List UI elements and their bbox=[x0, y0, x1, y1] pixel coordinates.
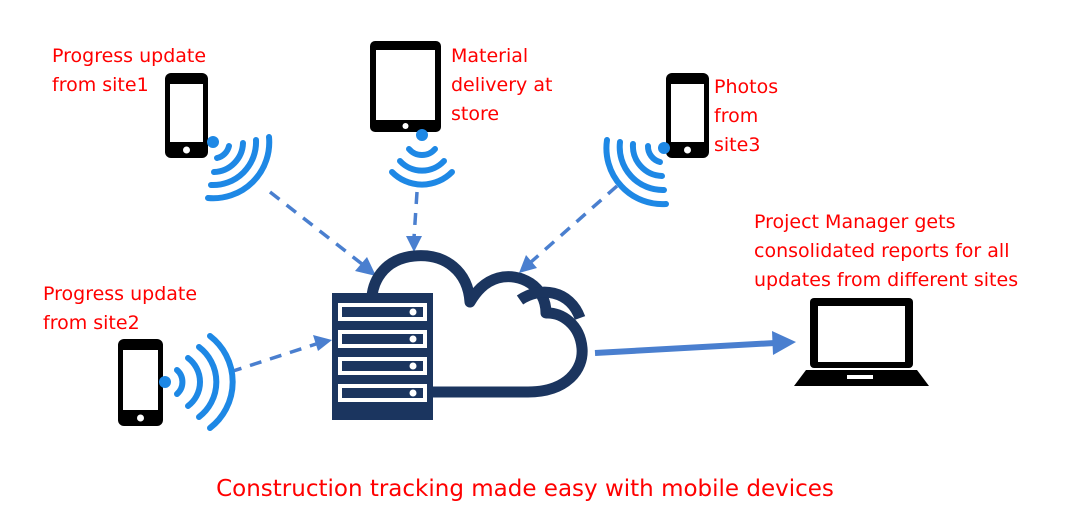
arrowhead-site1 bbox=[355, 257, 376, 276]
wifi-signal-icon bbox=[205, 134, 273, 202]
label-site1: Progress update from site1 bbox=[52, 42, 206, 100]
dashed-arrows bbox=[229, 184, 619, 374]
label-manager-line3: updates from different sites bbox=[754, 269, 1019, 291]
label-site1-line2: from site1 bbox=[52, 74, 149, 96]
smartphone-icon bbox=[118, 339, 163, 426]
smartphone-icon bbox=[666, 73, 709, 158]
label-site2-line1: Progress update bbox=[43, 283, 198, 305]
label-site3: Photos from site3 bbox=[714, 73, 778, 160]
solid-arrow-to-manager bbox=[594, 331, 796, 356]
wifi-signal-icon bbox=[603, 137, 670, 208]
label-site1-line1: Progress update bbox=[52, 45, 207, 67]
label-site3-line2: from bbox=[714, 105, 759, 127]
label-store-line1: Material bbox=[451, 45, 529, 67]
label-store-line2: delivery at bbox=[451, 74, 553, 96]
arrowheads bbox=[313, 236, 537, 351]
label-store-line3: store bbox=[451, 103, 500, 125]
label-site3-line3: site3 bbox=[714, 134, 761, 156]
wifi-signal-icon bbox=[389, 129, 455, 188]
laptop-icon bbox=[794, 298, 929, 386]
label-manager-line2: consolidated reports for all bbox=[754, 240, 1010, 262]
arrow-site3-to-cloud bbox=[529, 184, 619, 264]
smartphone-icon bbox=[165, 73, 208, 158]
label-site3-line1: Photos bbox=[714, 76, 779, 98]
arrow-site1-to-cloud bbox=[268, 190, 364, 266]
arrowhead-site3 bbox=[519, 255, 537, 273]
arrowhead-site2 bbox=[313, 335, 332, 351]
wifi-signal-icon bbox=[159, 333, 236, 431]
label-site2-line2: from site2 bbox=[43, 312, 140, 334]
label-manager-line1: Project Manager gets bbox=[754, 211, 956, 233]
arrow-store-to-cloud bbox=[412, 191, 419, 239]
arrowhead-store bbox=[406, 236, 422, 252]
label-site2: Progress update from site2 bbox=[43, 280, 197, 338]
label-manager: Project Manager gets consolidated report… bbox=[754, 208, 1018, 295]
label-store: Material delivery at store bbox=[451, 42, 552, 129]
arrow-site2-to-server bbox=[229, 342, 317, 374]
server-rack-icon bbox=[332, 293, 433, 420]
tablet-icon bbox=[370, 41, 441, 132]
caption: Construction tracking made easy with mob… bbox=[216, 476, 834, 502]
